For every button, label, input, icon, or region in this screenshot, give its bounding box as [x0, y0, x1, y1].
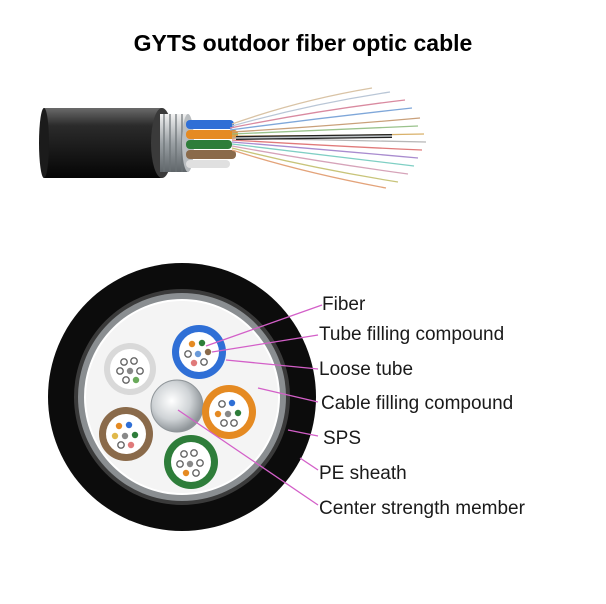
leader-lines	[177, 304, 323, 506]
loose-tube-orange	[202, 385, 256, 439]
loose-tube-blue	[172, 325, 226, 379]
leader-fiber	[205, 304, 323, 347]
label-cable-filling-compound: Cable filling compound	[321, 393, 513, 414]
loose-tube-brown	[99, 407, 153, 461]
label-loose-tube: Loose tube	[319, 359, 413, 380]
cable-side-view	[39, 87, 427, 189]
leader-cable-filling	[257, 387, 319, 403]
label-fiber: Fiber	[322, 294, 366, 315]
loose-tube-green	[164, 435, 218, 489]
diagram-title: GYTS outdoor fiber optic cable	[133, 30, 473, 56]
loose-tube-white	[104, 343, 156, 395]
leader-pe-sheath	[299, 457, 319, 471]
label-tube-filling-compound: Tube filling compound	[319, 324, 504, 345]
leader-tube-filling	[211, 334, 319, 353]
label-pe-sheath: PE sheath	[319, 463, 407, 484]
center-strength-member	[150, 379, 204, 433]
outer-jacket-side	[44, 108, 162, 178]
leader-center-member	[177, 409, 319, 506]
loose-tubes-side	[186, 120, 238, 168]
part-labels: Fiber Tube filling compound Loose tube C…	[319, 294, 526, 519]
label-center-strength-member: Center strength member	[319, 498, 526, 519]
jacket-end	[39, 108, 49, 178]
leader-sps	[287, 429, 319, 437]
label-sps: SPS	[323, 428, 361, 449]
leader-loose-tube	[225, 359, 319, 370]
cable-cross-section	[48, 263, 316, 531]
